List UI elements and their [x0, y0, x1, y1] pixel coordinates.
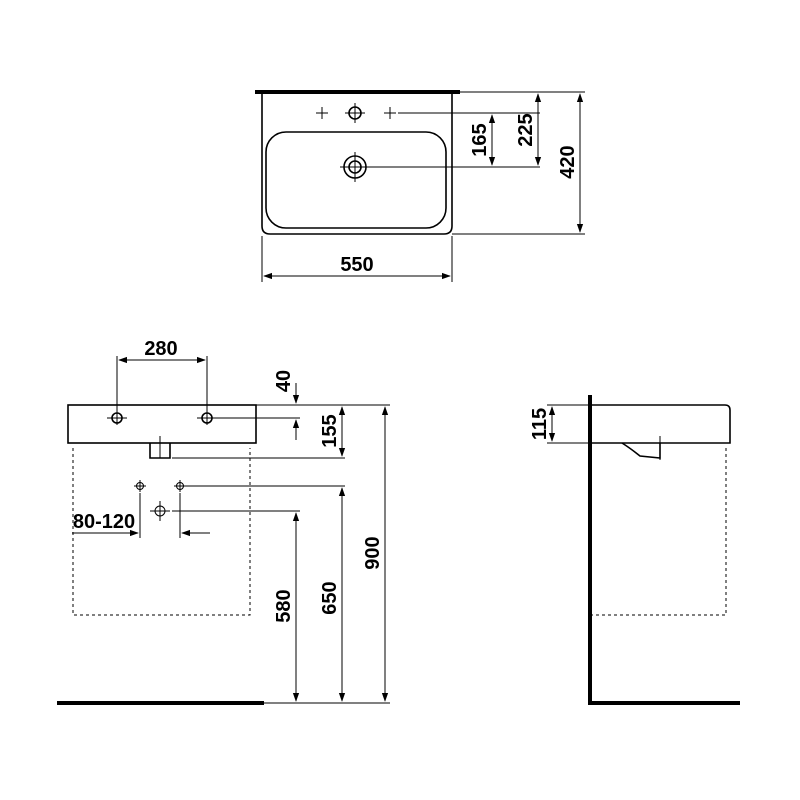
dimension-label-hole-height: 40	[273, 370, 295, 392]
top-view: 550 165 225 420	[255, 90, 585, 282]
tap-hole-center	[345, 103, 365, 123]
bowl-profile	[621, 442, 661, 459]
front-view: 280 40 155 80-120 580 650 900	[57, 338, 390, 705]
supply-point-right	[174, 480, 186, 492]
dimension-label-mount-height: 900	[362, 536, 384, 569]
cabinet-outline-front	[72, 448, 251, 616]
dimension-label-hole-spacing: 280	[144, 338, 177, 360]
bowl-outline	[265, 131, 447, 229]
dimension-label-width: 550	[340, 254, 373, 276]
dimension-label-drain-offset: 165	[469, 123, 491, 156]
cabinet-outline-side	[592, 448, 727, 616]
dimension-label-tap-offset: 225	[515, 113, 537, 146]
dimension-label-basin-height: 155	[319, 414, 341, 447]
tap-hole-left	[316, 107, 328, 119]
top-view-outline	[261, 94, 453, 235]
tap-hole-right	[384, 107, 396, 119]
supply-point-left	[134, 480, 146, 492]
waste-connection-point	[150, 501, 170, 521]
dimension-label-supply-spacing: 80-120	[73, 511, 135, 533]
dimension-label-supply-height: 650	[319, 581, 341, 614]
mounting-hole-left	[107, 411, 127, 425]
basin-side-outline	[592, 404, 731, 444]
basin-front-outline	[67, 404, 257, 444]
drain-icon	[340, 152, 370, 182]
dimension-label-depth: 420	[557, 145, 579, 178]
side-view: 115	[529, 395, 740, 705]
dimension-label-side-height: 115	[529, 408, 551, 440]
dimension-label-outlet-height: 580	[273, 589, 295, 622]
